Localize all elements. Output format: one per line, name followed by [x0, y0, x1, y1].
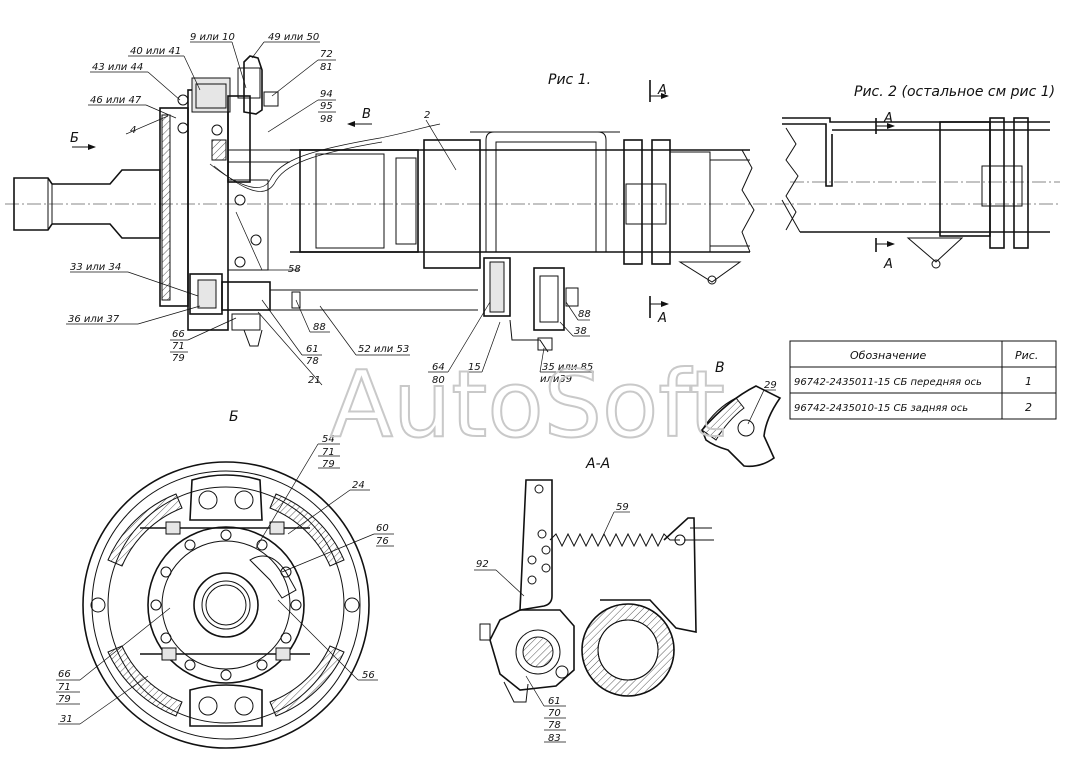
- callout-88-right: 88: [578, 309, 591, 320]
- callout-81: 81: [320, 62, 333, 73]
- mark-b-fig1: Б: [70, 131, 79, 146]
- figure-1-assembly: [5, 55, 1060, 353]
- callout-43-44: 43 или 44: [92, 62, 143, 73]
- callout-35-85: 35 или 85: [542, 362, 593, 373]
- mark-a-bottom-fig2: А: [883, 257, 893, 272]
- designation-table: Обозначение Рис. 96742-2435011-15 СБ пер…: [789, 340, 1057, 420]
- section-aa-title: А-А: [585, 456, 610, 472]
- callout-29: 29: [764, 380, 777, 391]
- callout-or39: или39: [540, 374, 572, 385]
- callout-78: 78: [306, 356, 319, 367]
- callout-61: 61: [306, 344, 319, 355]
- mark-v-fig1: В: [362, 107, 371, 122]
- callout-80: 80: [432, 375, 445, 386]
- leader-lines: [56, 41, 776, 743]
- callout-59: 59: [616, 502, 629, 513]
- table-cell-r2-fig: 2: [1025, 401, 1032, 414]
- figure-2-partial: [781, 117, 1060, 269]
- callout-66: 66: [172, 329, 185, 340]
- callout-92: 92: [476, 559, 489, 570]
- table-header-fig: Рис.: [1015, 349, 1038, 362]
- callout-70: 70: [548, 708, 561, 719]
- view-v-detail: [701, 385, 782, 468]
- table-header-designation: Обозначение: [850, 349, 927, 362]
- view-v-title: В: [715, 360, 725, 376]
- callout-40-41: 40 или 41: [130, 46, 181, 57]
- mark-a-bottom-fig1: А: [657, 311, 667, 326]
- callout-15: 15: [468, 362, 481, 373]
- callout-71b: 71: [322, 447, 335, 458]
- mark-a-top-fig2: А: [883, 111, 893, 126]
- callout-52-53: 52 или 53: [358, 344, 409, 355]
- part-callouts: 9 или 10 49 или 50 40 или 41 43 или 44 4…: [58, 32, 777, 744]
- callout-79b: 79: [322, 459, 335, 470]
- table-cell-r1-designation: 96742-2435011-15 СБ передняя ось: [794, 377, 982, 388]
- callout-78b: 78: [548, 720, 561, 731]
- callout-79c: 79: [58, 694, 71, 705]
- callout-95: 95: [320, 101, 333, 112]
- callout-79: 79: [172, 353, 185, 364]
- callout-49-50: 49 или 50: [268, 32, 319, 43]
- callout-9-10: 9 или 10: [190, 32, 235, 43]
- callout-56: 56: [362, 670, 375, 681]
- callout-21: 21: [308, 375, 321, 386]
- callout-94: 94: [320, 89, 333, 100]
- view-b-title: Б: [229, 409, 239, 425]
- view-b-brake: [82, 461, 370, 749]
- table-cell-r1-fig: 1: [1025, 375, 1032, 388]
- callout-76: 76: [376, 536, 389, 547]
- callout-4: 4: [130, 125, 136, 136]
- callout-54: 54: [322, 434, 335, 445]
- fig1-title: Рис 1.: [548, 72, 591, 88]
- callout-58: 58: [288, 264, 301, 275]
- callout-61b: 61: [548, 696, 561, 707]
- callout-66b: 66: [58, 669, 71, 680]
- section-aa-slack-adjuster: [479, 479, 714, 703]
- section-marks: Б В А А А А: [70, 83, 893, 326]
- callout-60: 60: [376, 523, 389, 534]
- callout-98: 98: [320, 114, 333, 125]
- callout-46-47: 46 или 47: [90, 95, 142, 106]
- callout-36-37: 36 или 37: [68, 314, 120, 325]
- callout-38: 38: [574, 326, 587, 337]
- mark-a-top-fig1: А: [657, 83, 667, 98]
- callout-72: 72: [320, 49, 333, 60]
- callout-71: 71: [172, 341, 185, 352]
- callout-24: 24: [352, 480, 365, 491]
- callout-31: 31: [60, 714, 73, 725]
- callout-71c: 71: [58, 682, 71, 693]
- callout-88-left: 88: [313, 322, 326, 333]
- callout-2: 2: [424, 110, 430, 121]
- table-cell-r2-designation: 96742-2435010-15 СБ задняя ось: [794, 403, 968, 414]
- callout-83: 83: [548, 733, 561, 744]
- watermark: AutoSoft: [330, 351, 725, 458]
- callout-33-34: 33 или 34: [70, 262, 121, 273]
- fig2-title: Рис. 2 (остальное см рис 1): [854, 84, 1055, 100]
- callout-64: 64: [432, 362, 445, 373]
- figure-titles: Рис 1. Рис. 2 (остальное см рис 1) Б А-А…: [229, 72, 1055, 472]
